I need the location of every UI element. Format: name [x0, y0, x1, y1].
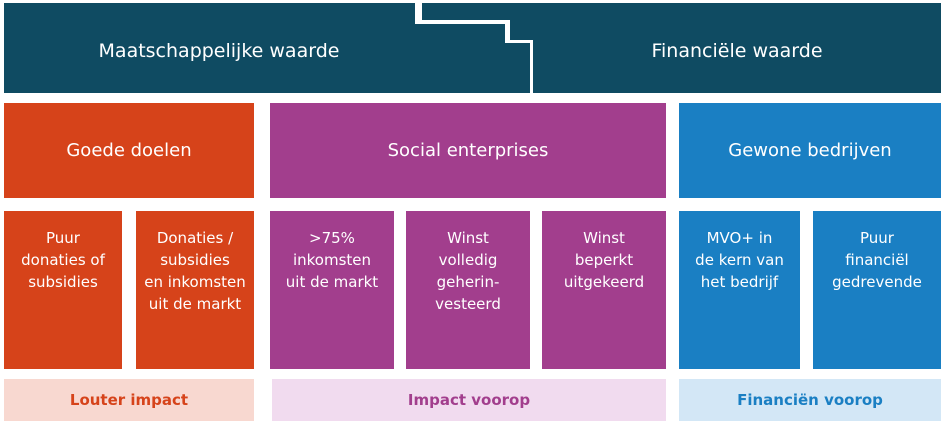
charities-cell-mixed-income: Donaties / subsidies en inkomsten uit de…	[136, 211, 254, 369]
social-enterprises-cell-reinvested: Winst volledig geherin- vesteerd	[406, 211, 530, 369]
financial-value-label: Financiële waarde	[651, 40, 823, 62]
charities-cell-pure-donations: Puur donaties of subsidies	[4, 211, 122, 369]
financial-value-shape	[422, 3, 941, 93]
regular-companies-cell-financially-driven: Puur financiël gedrevende	[813, 211, 941, 369]
finance-first-band: Financiën voorop	[679, 379, 941, 421]
social-value-shape	[4, 3, 530, 93]
social-enterprises-header: Social enterprises	[270, 103, 666, 198]
impact-only-band: Louter impact	[4, 379, 254, 421]
impact-first-band: Impact voorop	[272, 379, 666, 421]
regular-companies-header: Gewone bedrijven	[679, 103, 941, 198]
social-enterprises-cell-market-income: >75% inkomsten uit de markt	[270, 211, 394, 369]
value-spectrum-banner	[4, 3, 941, 93]
regular-companies-cell-csr-core: MVO+ in de kern van het bedrijf	[679, 211, 800, 369]
charities-header: Goede doelen	[4, 103, 254, 198]
social-enterprises-cell-limited-payout: Winst beperkt uitgekeerd	[542, 211, 666, 369]
social-value-label: Maatschappelijke waarde	[98, 40, 340, 62]
